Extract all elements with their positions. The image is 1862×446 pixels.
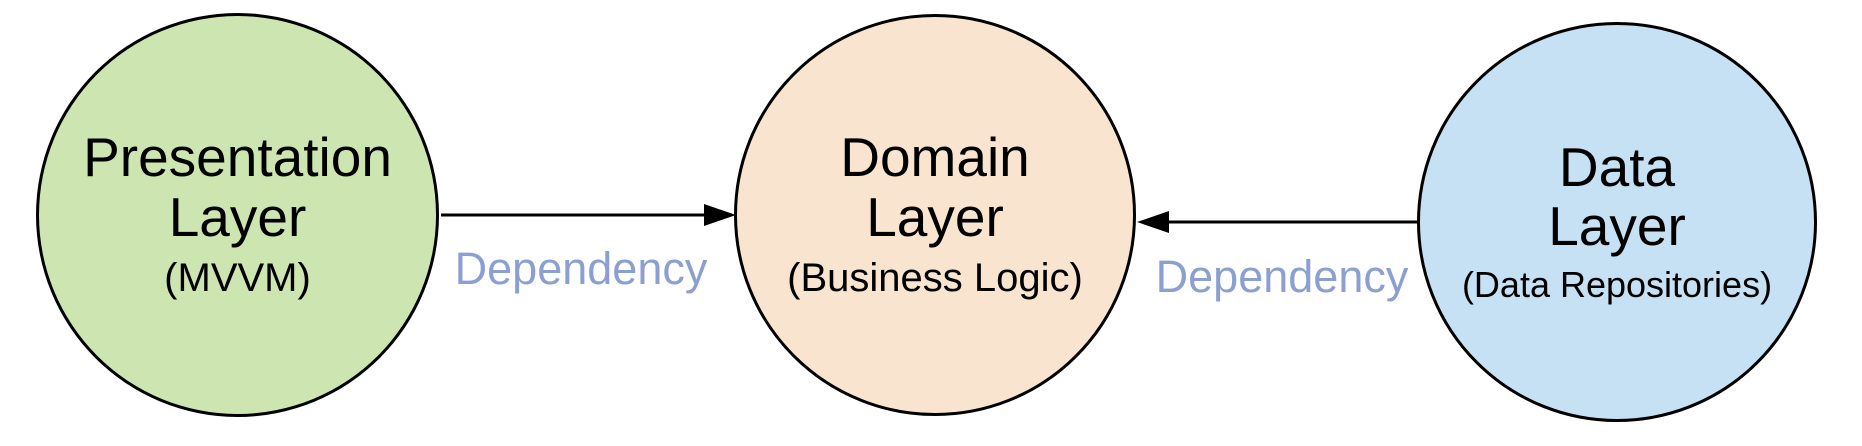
- node-title-line: Layer: [866, 185, 1004, 248]
- edge-label-dependency: Dependency: [454, 243, 708, 294]
- node-title-line: Layer: [168, 185, 307, 248]
- node-subtitle: (Business Logic): [787, 255, 1083, 300]
- node-title-line: Presentation: [83, 126, 392, 189]
- node-subtitle: (Data Repositories): [1461, 264, 1773, 306]
- node-title: Domain Layer: [840, 126, 1030, 248]
- arrowhead-left-icon: [1137, 211, 1169, 233]
- node-title-line: Data: [1558, 135, 1676, 198]
- node-domain-layer: Domain Layer (Business Logic): [734, 14, 1136, 416]
- edge-data-to-domain: [1137, 211, 1417, 233]
- node-title-line: Domain: [840, 126, 1030, 189]
- node-title: Data Layer: [1548, 135, 1686, 257]
- edge-label-dependency: Dependency: [1155, 251, 1409, 302]
- node-data-layer: Data Layer (Data Repositories): [1417, 22, 1817, 422]
- arrowhead-right-icon: [704, 204, 736, 226]
- edge-presentation-to-domain: [441, 204, 736, 226]
- node-subtitle: (MVVM): [164, 255, 311, 300]
- node-title: Presentation Layer: [83, 126, 392, 248]
- node-title-line: Layer: [1548, 194, 1686, 257]
- node-presentation-layer: Presentation Layer (MVVM): [36, 13, 439, 417]
